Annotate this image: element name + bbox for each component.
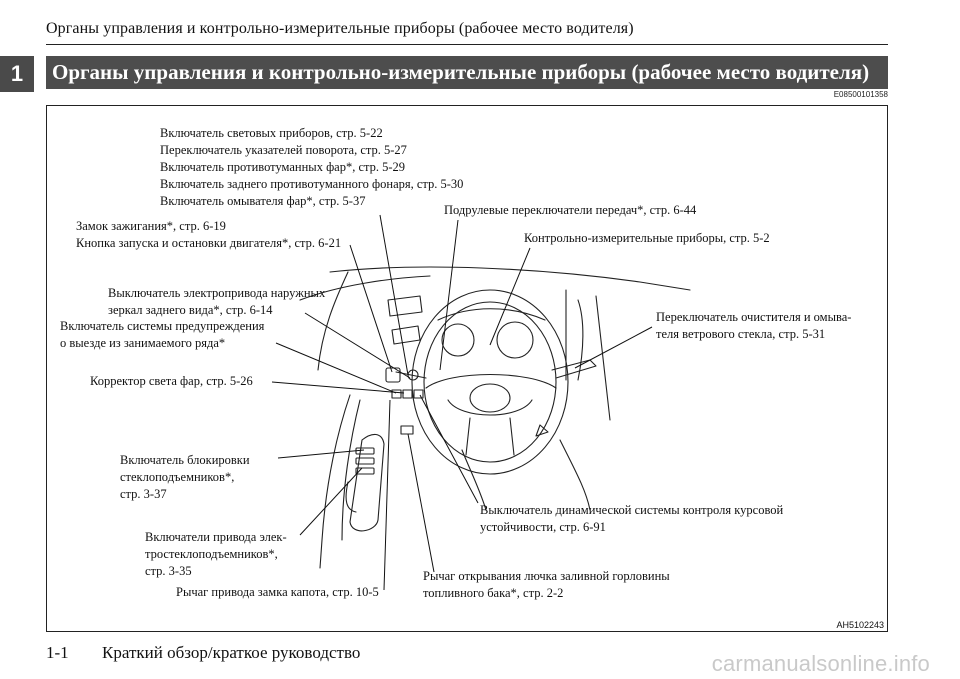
leader-headlight	[271, 381, 405, 394]
window-switch-2	[355, 467, 375, 475]
leader-window-lock	[277, 449, 365, 459]
label-ignition: Замок зажигания*, стр. 6-19 Кнопка запус…	[76, 219, 342, 250]
figure-frame	[46, 105, 888, 632]
leader-cluster	[489, 247, 531, 346]
door-armrest	[349, 433, 385, 532]
section-title: Органы управления и контрольно-измерител…	[46, 56, 888, 89]
door-edge	[319, 394, 351, 569]
section-code: E08500101358	[833, 90, 888, 99]
watermark: carmanualsonline.info	[711, 651, 930, 676]
left-vent	[387, 295, 423, 317]
a-pillar	[317, 271, 349, 371]
leader-power-windows	[299, 467, 363, 536]
dash-curve	[299, 275, 431, 301]
page-number: 1-1	[46, 643, 69, 662]
label-fuel-door: Рычаг открывания лючка заливной горловин…	[423, 569, 670, 600]
leader-rear-seat	[275, 342, 397, 394]
steering-wheel-outer	[411, 289, 569, 475]
label-stability-control: Выключатель динамической системы контрол…	[480, 503, 784, 534]
leader-mirror	[304, 312, 411, 379]
running-header: Органы управления и контрольно-измерител…	[46, 20, 634, 37]
gauge-left	[441, 323, 475, 357]
gauge-right	[496, 321, 534, 359]
wheel-hub	[447, 399, 533, 416]
header-rule	[46, 44, 888, 45]
leader-lighting	[379, 214, 409, 376]
leader-wiper	[574, 326, 653, 369]
label-paddle-shifters: Подрулевые переключатели передач*, стр. …	[444, 203, 697, 217]
wiper-stalk	[551, 359, 597, 379]
leader-stability	[419, 394, 479, 504]
label-hood-release: Рычаг привода замка капота, стр. 10-5	[176, 585, 379, 599]
label-wiper-switch: Переключатель очистителя и омыва- теля в…	[656, 310, 852, 341]
chapter-tab: 1	[0, 56, 34, 92]
leader-fuel-door	[407, 433, 435, 573]
label-window-lock: Включатель блокировки стеклоподъемников*…	[120, 453, 250, 501]
footer-chapter-title: Краткий обзор/краткое руководство	[102, 643, 361, 662]
label-power-windows: Включатели привода элек- тростеклоподъем…	[145, 530, 287, 578]
leader-hood	[383, 399, 391, 591]
window-switch-1	[355, 457, 375, 465]
dash-top-line	[329, 266, 691, 291]
label-mirror-switch: Выключатель электропривода наружных зерк…	[108, 286, 326, 317]
label-lighting-group: Включатель световых приборов, стр. 5-22 …	[160, 126, 464, 208]
label-instrument-cluster: Контрольно-измерительные приборы, стр. 5…	[524, 231, 770, 245]
leader-ignition	[349, 244, 393, 373]
label-headlight-leveling: Корректор света фар, стр. 5-26	[90, 374, 253, 388]
window-lock-switch	[355, 447, 375, 455]
hood-lever	[400, 425, 414, 435]
leader-paddle	[439, 219, 459, 371]
figure-id: AH5102243	[836, 620, 884, 630]
label-rear-seat-warning: Включатель системы предупреждения о выез…	[60, 319, 265, 350]
